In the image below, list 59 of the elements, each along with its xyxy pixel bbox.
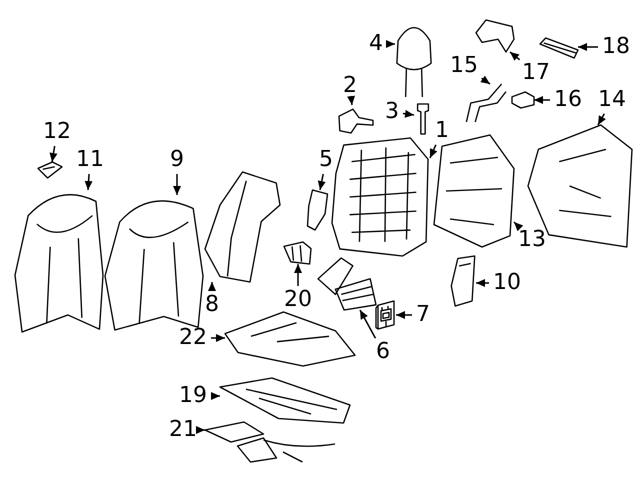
leader-arrow <box>211 392 220 400</box>
callout-number: 11 <box>74 148 106 172</box>
leader-arrow <box>578 43 598 51</box>
callout-number: 6 <box>374 340 392 364</box>
leader-arrow <box>402 110 414 118</box>
leader-arrow <box>396 311 412 319</box>
callout-number: 5 <box>317 148 335 172</box>
leader-arrow <box>294 264 302 286</box>
leader-arrow <box>386 40 395 48</box>
callout-number: 9 <box>168 148 186 172</box>
callout-number: 15 <box>448 54 480 78</box>
leader-arrow <box>347 96 356 106</box>
leader-arrow <box>211 334 225 342</box>
leader-arrow <box>84 174 93 190</box>
callout-number: 13 <box>516 228 548 252</box>
seat-cushion-drawing <box>225 312 355 366</box>
leader-arrow <box>510 51 520 61</box>
callout-number: 12 <box>41 120 73 144</box>
sensor-harness-drawing <box>205 422 335 462</box>
callout-number: 17 <box>520 61 552 85</box>
callout-number: 2 <box>341 74 359 98</box>
callout-number: 4 <box>367 32 385 56</box>
callout-number: 14 <box>596 88 628 112</box>
leader-arrow <box>513 221 524 232</box>
back-panel-drawing <box>434 135 514 247</box>
leader-arrow <box>480 76 490 85</box>
leader-arrow <box>597 113 606 126</box>
callout-number: 8 <box>203 293 221 317</box>
guide-drawing <box>474 20 514 52</box>
leader-arrow <box>359 310 376 339</box>
callout-number: 16 <box>552 88 584 112</box>
callout-number: 22 <box>177 326 209 350</box>
callout-number: 3 <box>383 100 401 124</box>
side-bolster-drawing <box>450 256 476 306</box>
leader-arrow <box>173 174 181 195</box>
callout-number: 10 <box>491 271 523 295</box>
callout-number: 21 <box>167 418 199 442</box>
leader-arrow <box>50 146 58 162</box>
clip-drawing <box>38 162 62 178</box>
heater-mat-drawing <box>220 378 350 423</box>
side-panel-drawing <box>205 172 280 282</box>
seat-back-frame-drawing <box>332 138 430 256</box>
bolt-drawing <box>414 104 432 134</box>
callout-number: 1 <box>433 119 451 143</box>
leader-arrow <box>208 282 216 291</box>
clip-drawing <box>512 92 534 108</box>
callout-number: 20 <box>282 288 314 312</box>
cushion-pad-drawing <box>318 258 376 310</box>
leader-arrow <box>429 144 438 158</box>
clip-drawing <box>376 301 396 329</box>
leader-arrow <box>318 174 326 190</box>
rail-drawing <box>540 38 578 58</box>
callout-number: 19 <box>177 384 209 408</box>
leader-arrow <box>534 96 550 104</box>
callout-number: 18 <box>600 35 632 59</box>
callout-number: 7 <box>414 303 432 327</box>
clip-drawing <box>284 242 311 264</box>
leader-arrow <box>476 279 489 287</box>
leader-arrow <box>196 426 205 434</box>
